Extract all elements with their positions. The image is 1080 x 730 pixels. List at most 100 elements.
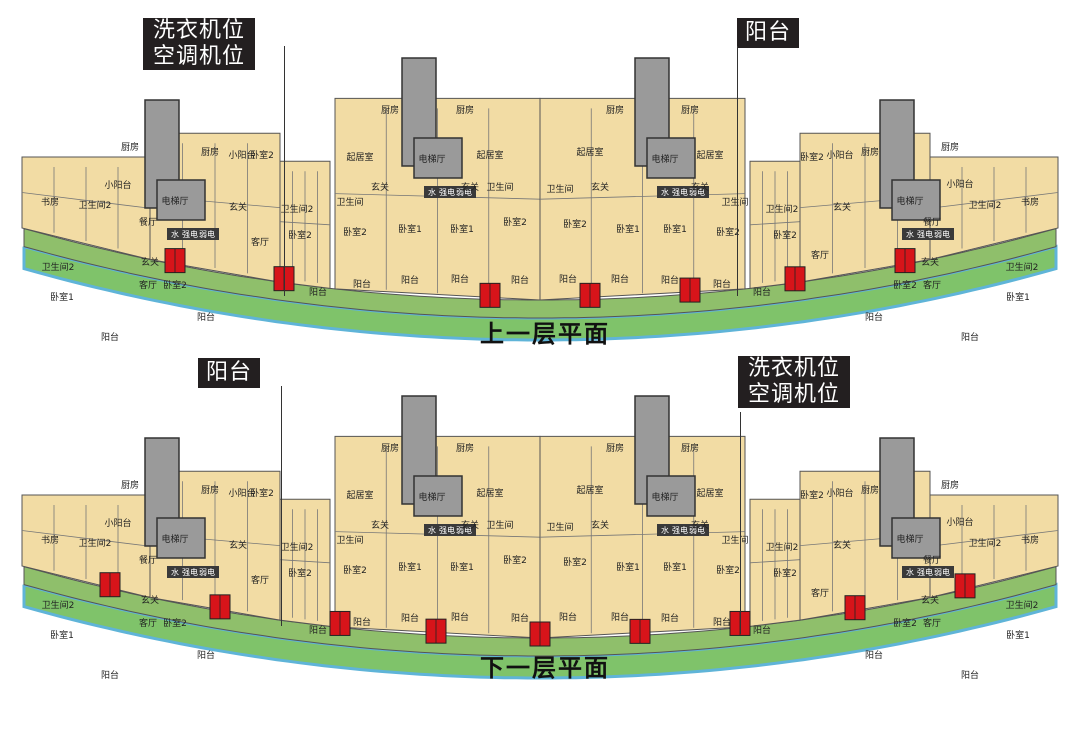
room-label: 厨房 <box>681 442 699 454</box>
room-label: 卧室2 <box>343 564 367 576</box>
room-label: 厨房 <box>941 141 959 153</box>
room-label: 卧室2 <box>343 226 367 238</box>
shaft-label-weak-power: 弱电 <box>689 525 705 535</box>
room-label: 卫生间2 <box>969 199 1002 211</box>
room-label: 客厅 <box>139 617 157 629</box>
room-label: 玄关 <box>691 181 709 193</box>
room-label: 阳台 <box>661 274 679 286</box>
shaft-label-weak-power: 弱电 <box>934 229 950 239</box>
room-label-elevator-hall: 电梯厅 <box>896 195 923 207</box>
room-label: 厨房 <box>121 479 139 491</box>
room-label: 客厅 <box>251 236 269 248</box>
room-label: 玄关 <box>371 519 389 531</box>
room-label: 玄关 <box>833 539 851 551</box>
room-label: 起居室 <box>696 487 723 499</box>
room-label: 卧室1 <box>50 629 74 641</box>
room-label-elevator-hall: 电梯厅 <box>418 153 445 165</box>
room-label: 卧室2 <box>288 567 312 579</box>
room-label: 阳台 <box>197 311 215 323</box>
room-label: 玄关 <box>371 181 389 193</box>
room-label: 阳台 <box>559 273 577 285</box>
room-label: 阳台 <box>353 278 371 290</box>
room-label: 书房 <box>1021 196 1039 208</box>
room-label-elevator-hall: 电梯厅 <box>161 533 188 545</box>
utility-shaft <box>424 186 476 198</box>
room-label: 卫生间2 <box>1006 599 1039 611</box>
room-label: 卧室1 <box>616 223 640 235</box>
shaft-label-water: 水 <box>428 187 436 197</box>
room-label: 玄关 <box>461 519 479 531</box>
room-label: 卧室2 <box>250 487 274 499</box>
room-label: 卧室1 <box>398 223 422 235</box>
shaft-label-strong-power: 强电 <box>182 229 198 239</box>
shaft-label-strong-power: 强电 <box>917 567 933 577</box>
room-label-elevator-hall: 电梯厅 <box>651 153 678 165</box>
room-label: 起居室 <box>346 489 373 501</box>
room-label: 卫生间 <box>721 534 748 546</box>
room-label: 阳台 <box>353 616 371 628</box>
interior-wall <box>929 192 1059 209</box>
room-label: 阳台 <box>611 611 629 623</box>
room-label: 厨房 <box>121 141 139 153</box>
room-label: 小阳台 <box>826 149 853 161</box>
room-label: 卧室1 <box>663 223 687 235</box>
room-label: 玄关 <box>591 181 609 193</box>
callout-washer-ac-upper: 洗衣机位 空调机位 <box>143 18 256 70</box>
room-label: 起居室 <box>696 149 723 161</box>
interior-wall <box>929 530 1059 547</box>
room-label: 卫生间2 <box>1006 261 1039 273</box>
interior-wall <box>749 221 801 226</box>
room-label: 起居室 <box>346 151 373 163</box>
room-label: 玄关 <box>921 256 939 268</box>
room-label: 小阳台 <box>228 149 255 161</box>
room-label: 卫生间2 <box>281 541 314 553</box>
shaft-label-weak-power: 弱电 <box>934 567 950 577</box>
shaft-label-water: 水 <box>906 229 914 239</box>
room-label: 阳台 <box>713 278 731 290</box>
room-label: 卧室2 <box>800 151 824 163</box>
room-label: 卧室2 <box>716 226 740 238</box>
interior-wall <box>21 530 151 547</box>
leader-line-washer-lower <box>740 412 741 634</box>
interior-wall <box>539 193 746 200</box>
room-label: 卫生间2 <box>766 203 799 215</box>
shaft-label-strong-power: 强电 <box>672 187 688 197</box>
room-label: 阳台 <box>101 331 119 343</box>
room-label: 阳台 <box>559 611 577 623</box>
elevator-core <box>413 137 463 179</box>
room-label: 厨房 <box>861 484 879 496</box>
room-label: 餐厅 <box>139 554 157 566</box>
title-lower-floor-plan: 下一层平面 <box>480 654 610 682</box>
room-label: 卧室2 <box>800 489 824 501</box>
room-label: 卧室1 <box>50 291 74 303</box>
room-label: 卧室2 <box>163 279 187 291</box>
shaft-label-weak-power: 弱电 <box>199 567 215 577</box>
room-label: 阳台 <box>961 331 979 343</box>
room-label: 卧室2 <box>163 617 187 629</box>
room-label: 卫生间 <box>486 519 513 531</box>
elevator-core <box>156 517 206 559</box>
shaft-label-water: 水 <box>906 567 914 577</box>
room-label: 卧室2 <box>716 564 740 576</box>
room-label: 卫生间2 <box>79 199 112 211</box>
utility-shaft <box>902 228 954 240</box>
room-label: 玄关 <box>229 539 247 551</box>
room-label: 卫生间2 <box>766 541 799 553</box>
room-label: 阳台 <box>713 616 731 628</box>
room-label: 厨房 <box>606 442 624 454</box>
room-label: 玄关 <box>691 519 709 531</box>
room-label: 卧室2 <box>773 567 797 579</box>
room-label: 卫生间 <box>546 183 573 195</box>
callout-ac-upper-text: 空调机位 <box>153 44 246 69</box>
room-label: 书房 <box>41 196 59 208</box>
room-label: 书房 <box>1021 534 1039 546</box>
room-label: 客厅 <box>923 617 941 629</box>
callout-washer-ac-lower: 洗衣机位 空调机位 <box>738 356 851 408</box>
room-label: 小阳台 <box>826 487 853 499</box>
room-label: 卧室1 <box>1006 291 1030 303</box>
room-label: 小阳台 <box>946 516 973 528</box>
callout-ac-lower-text: 空调机位 <box>748 382 841 407</box>
elevator-core <box>646 137 696 179</box>
room-label: 阳台 <box>511 612 529 624</box>
